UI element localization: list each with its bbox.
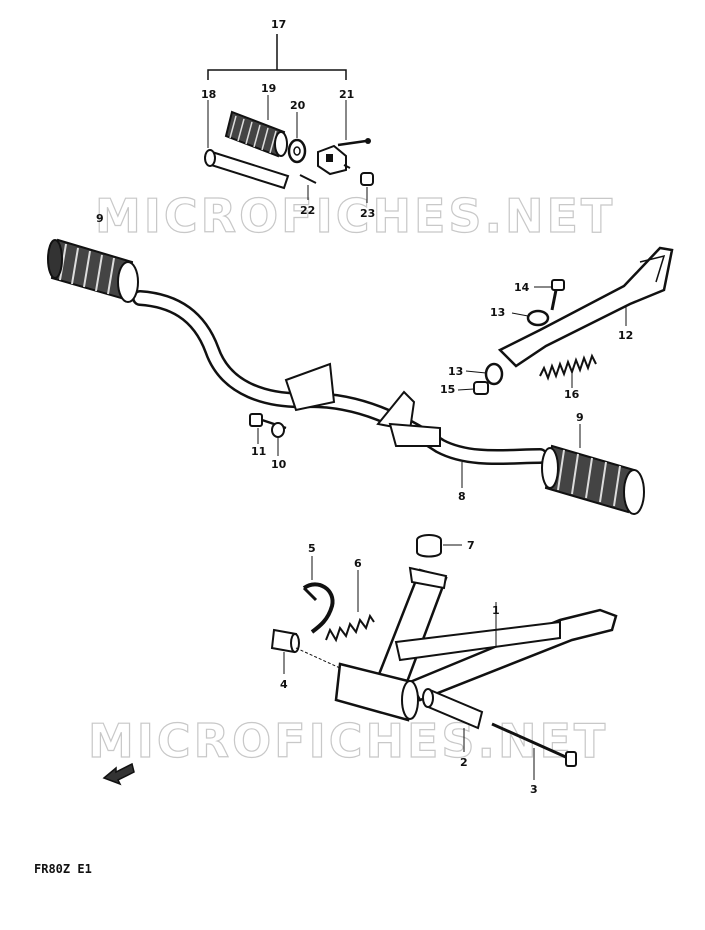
callout-18: 18: [201, 88, 216, 101]
part-2-shaft: [422, 688, 484, 752]
callout-23: 23: [360, 207, 375, 220]
callout-12: 12: [618, 329, 633, 342]
part-22-cotter-pin: [299, 174, 317, 200]
diagram-code-label: FR80Z E1: [34, 862, 92, 876]
part-18-pin: [204, 100, 290, 190]
callout-6: 6: [354, 557, 362, 570]
part-20-washer: [287, 112, 307, 164]
part-4-collar: [270, 628, 341, 674]
callout-22: 22: [300, 204, 315, 217]
callout-17: 17: [271, 18, 286, 31]
part-19-rubber: [224, 95, 288, 158]
callout-15: 15: [440, 383, 455, 396]
watermark-bottom: MICROFICHES.NET: [88, 714, 608, 768]
part-6-spring: [325, 570, 375, 643]
callout-8: 8: [458, 490, 466, 503]
part-8-footrest-bar: [132, 290, 548, 488]
callout-16: 16: [564, 388, 580, 401]
callout-2: 2: [460, 756, 468, 769]
part-13-washer-lower: [465, 362, 504, 386]
callout-9-right: 9: [576, 411, 584, 424]
part-12-brake-arm: [497, 246, 674, 368]
watermark-top: MICROFICHES.NET: [95, 189, 615, 243]
part-13-washer-upper: [511, 309, 550, 327]
callout-13-upper: 13: [490, 306, 505, 319]
front-arrow-icon: [102, 762, 135, 786]
callout-20: 20: [290, 99, 306, 112]
part-15-nut: [457, 381, 489, 395]
callout-19: 19: [261, 82, 276, 95]
callout-13-lower: 13: [448, 365, 463, 378]
callout-9-left: 9: [96, 212, 104, 225]
callout-7: 7: [467, 539, 475, 552]
kit-17-group: [204, 34, 374, 203]
callout-3: 3: [530, 783, 538, 796]
callout-5: 5: [308, 542, 316, 555]
part-14-bolt: [534, 279, 565, 311]
part-5-spring-hook: [302, 556, 335, 634]
part-10-washer: [271, 422, 285, 456]
part-3-bolt: [491, 722, 577, 780]
part-1-center-stand: [374, 566, 618, 702]
part-9-rubber-right: [541, 424, 645, 515]
part-23-nut: [360, 172, 374, 203]
callout-4: 4: [280, 678, 288, 691]
callout-11: 11: [251, 445, 266, 458]
callout-21: 21: [339, 88, 354, 101]
part-21-bolt: [317, 100, 371, 176]
callout-10: 10: [271, 458, 287, 471]
part-9-rubber-left: [47, 238, 139, 303]
callout-14: 14: [514, 281, 530, 294]
part-7-stopper: [416, 534, 462, 558]
part-16-spring: [539, 353, 597, 388]
part-1-pivot-tube: [334, 662, 419, 722]
callout-1: 1: [492, 604, 500, 617]
